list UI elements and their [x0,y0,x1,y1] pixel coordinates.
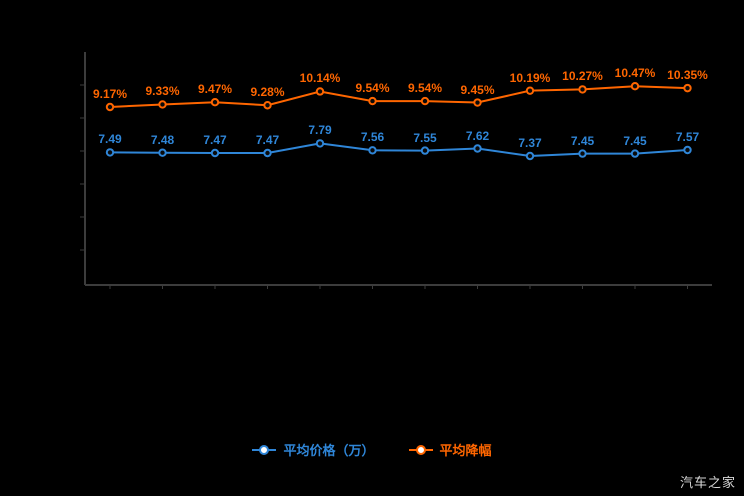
data-point[interactable] [263,148,272,158]
point-label: 7.57 [675,130,700,144]
data-point[interactable] [105,148,115,157]
point-label: 7.45 [623,133,647,148]
data-point[interactable] [630,149,640,158]
point-label: 7.47 [255,133,280,147]
data-point[interactable] [525,86,535,95]
data-point[interactable] [473,98,482,107]
point-label: 7.37 [518,136,542,150]
point-label: 10.14% [299,71,341,86]
legend-item-discount[interactable]: 平均降幅 [408,440,492,459]
point-label: 9.17% [92,87,128,101]
data-point[interactable] [578,85,587,94]
point-label: 9.33% [145,84,180,99]
legend-label-price: 平均价格（万） [283,443,375,458]
point-label: 10.19% [509,70,551,85]
point-label: 7.62 [465,128,490,143]
series-line-orange [109,85,688,108]
blue-line-marker-icon [252,444,277,455]
data-point[interactable] [263,101,272,110]
data-point[interactable] [578,149,587,158]
data-point[interactable] [315,87,325,96]
point-label: 9.54% [355,81,390,96]
data-point[interactable] [210,148,220,158]
point-label: 9.28% [250,85,285,100]
point-label: 10.27% [562,69,603,84]
data-point[interactable] [683,83,692,93]
data-point[interactable] [368,96,377,106]
point-label: 7.48 [150,132,175,147]
data-point[interactable] [420,146,430,155]
data-point[interactable] [158,100,167,109]
data-point[interactable] [683,145,692,155]
data-point[interactable] [525,151,535,161]
point-label: 9.45% [460,82,495,97]
data-point[interactable] [420,96,430,106]
point-label: 7.55 [413,130,437,145]
legend-item-price[interactable]: 平均价格（万） [252,440,375,459]
point-label: 7.79 [308,123,332,138]
point-label: 7.47 [203,133,227,147]
chart-legend: 平均价格（万） 平均降幅 [0,440,744,459]
data-point[interactable] [368,146,377,155]
orange-line-marker-icon [408,444,433,455]
data-point[interactable] [315,139,325,148]
point-label: 9.47% [197,82,233,97]
point-label: 7.45 [570,133,595,148]
data-point[interactable] [630,82,640,91]
point-label: 9.54% [407,81,443,96]
watermark-autohome: 汽车之家 [679,475,736,490]
data-point[interactable] [158,148,167,157]
data-point[interactable] [105,102,115,112]
series-line-blue [109,142,688,158]
data-point[interactable] [473,144,482,153]
data-point[interactable] [210,98,220,107]
point-label: 7.49 [98,132,122,147]
point-label: 10.47% [614,66,656,81]
legend-label-discount: 平均降幅 [439,443,492,458]
point-label: 7.56 [360,130,385,145]
point-label: 10.35% [667,68,708,83]
